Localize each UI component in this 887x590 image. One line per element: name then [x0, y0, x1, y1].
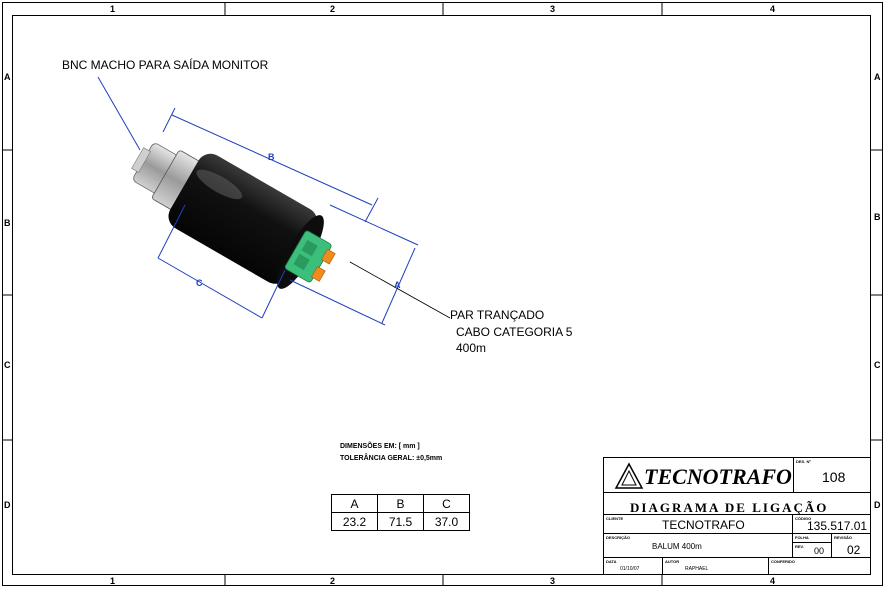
zone-col-2-bottom: 2: [330, 576, 336, 586]
company-name: TECNOTRAFO: [644, 464, 792, 489]
dimension-line-a: [289, 204, 419, 326]
tecnotrafo-logo-icon: [614, 462, 644, 489]
zone-row-d-left: D: [4, 500, 11, 510]
dimensions-header-c: C: [423, 494, 470, 513]
drawing-border-inner: [12, 15, 871, 575]
des-no-value: 108: [822, 469, 846, 485]
revisao-value: 02: [847, 543, 861, 557]
zone-col-4-bottom: 4: [770, 576, 776, 586]
revisao-label: REVISÃO: [834, 535, 853, 540]
callout-par-trancado: PAR TRANÇADO: [450, 308, 545, 322]
folha-label: FOLHA: [795, 535, 809, 540]
codigo-label: CÓDIGO: [795, 516, 812, 521]
conferido-cell: CONFERIDO: [768, 557, 871, 575]
callout-bnc: BNC MACHO PARA SAÍDA MONITOR: [62, 58, 269, 72]
cliente-label: CLIENTE: [606, 516, 624, 521]
dimensions-header-b: B: [377, 494, 424, 513]
callout-cabo-categoria: CABO CATEGORIA 5: [456, 325, 573, 339]
zone-row-c-left: C: [4, 360, 11, 370]
descricao-label: DESCRIÇÃO: [606, 535, 631, 540]
zone-row-a-right: A: [874, 72, 881, 82]
zone-col-1-top: 1: [110, 4, 116, 14]
codigo-value: 135.517.01: [807, 519, 868, 533]
rev-cell: REV. 00: [792, 542, 832, 558]
zone-row-b-left: B: [4, 218, 11, 228]
zone-row-d-right: D: [874, 500, 881, 510]
des-no-label: DES. Nº: [796, 459, 811, 464]
codigo-cell: CÓDIGO 135.517.01: [792, 514, 871, 534]
data-label: DATA: [606, 559, 617, 564]
dimension-line-c: [157, 204, 286, 319]
title-block-logo-cell: TECNOTRAFO: [603, 457, 794, 493]
des-no-cell: DES. Nº 108: [793, 457, 871, 493]
balun-body: [131, 143, 336, 289]
zone-row-c-right: C: [874, 360, 881, 370]
zone-col-3-bottom: 3: [550, 576, 556, 586]
zone-col-3-top: 3: [550, 4, 556, 14]
cliente-value: TECNOTRAFO: [662, 518, 745, 532]
title-row: DIAGRAMA DE LIGAÇÃO: [603, 492, 871, 515]
data-cell: DATA 01/10/07: [603, 557, 663, 575]
dimension-label-b: B: [268, 152, 275, 162]
zone-col-1-bottom: 1: [110, 576, 116, 586]
dimension-label-c: C: [196, 278, 203, 288]
conferido-label: CONFERIDO: [771, 559, 795, 564]
drawing-title: DIAGRAMA DE LIGAÇÃO: [630, 500, 829, 515]
zone-row-a-left: A: [4, 72, 11, 82]
revisao-cell: REVISÃO 02: [831, 533, 871, 558]
dimension-label-a: A: [394, 280, 401, 290]
dimensions-value-row: 23.2 71.5 37.0: [331, 512, 470, 531]
rev-label: REV.: [795, 544, 804, 549]
dimensions-table: A B C 23.2 71.5 37.0: [331, 494, 470, 531]
autor-value: RAPHAEL: [685, 566, 709, 572]
units-note: DIMENSÕES EM: [ mm ]: [340, 443, 420, 450]
cliente-cell: CLIENTE TECNOTRAFO: [603, 514, 793, 534]
tolerance-note: TOLERÂNCIA GERAL: ±0,5mm: [340, 455, 443, 462]
zone-row-b-right: B: [874, 212, 881, 222]
descricao-value: BALUM 400m: [652, 542, 702, 551]
rev-value: 00: [814, 546, 825, 556]
autor-label: AUTOR: [665, 559, 680, 564]
descricao-cell: DESCRIÇÃO BALUM 400m: [603, 533, 793, 558]
dimension-line-b: [162, 107, 379, 223]
zone-col-2-top: 2: [330, 4, 336, 14]
dimensions-header-a: A: [331, 494, 378, 513]
zone-col-4-top: 4: [770, 4, 776, 14]
autor-cell: AUTOR RAPHAEL: [662, 557, 769, 575]
callout-400m: 400m: [456, 341, 487, 355]
data-value: 01/10/07: [620, 566, 640, 572]
dimensions-value-a: 23.2: [331, 512, 378, 531]
dimensions-header-row: A B C: [331, 494, 470, 513]
dimensions-value-b: 71.5: [377, 512, 424, 531]
dimensions-value-c: 37.0: [423, 512, 470, 531]
